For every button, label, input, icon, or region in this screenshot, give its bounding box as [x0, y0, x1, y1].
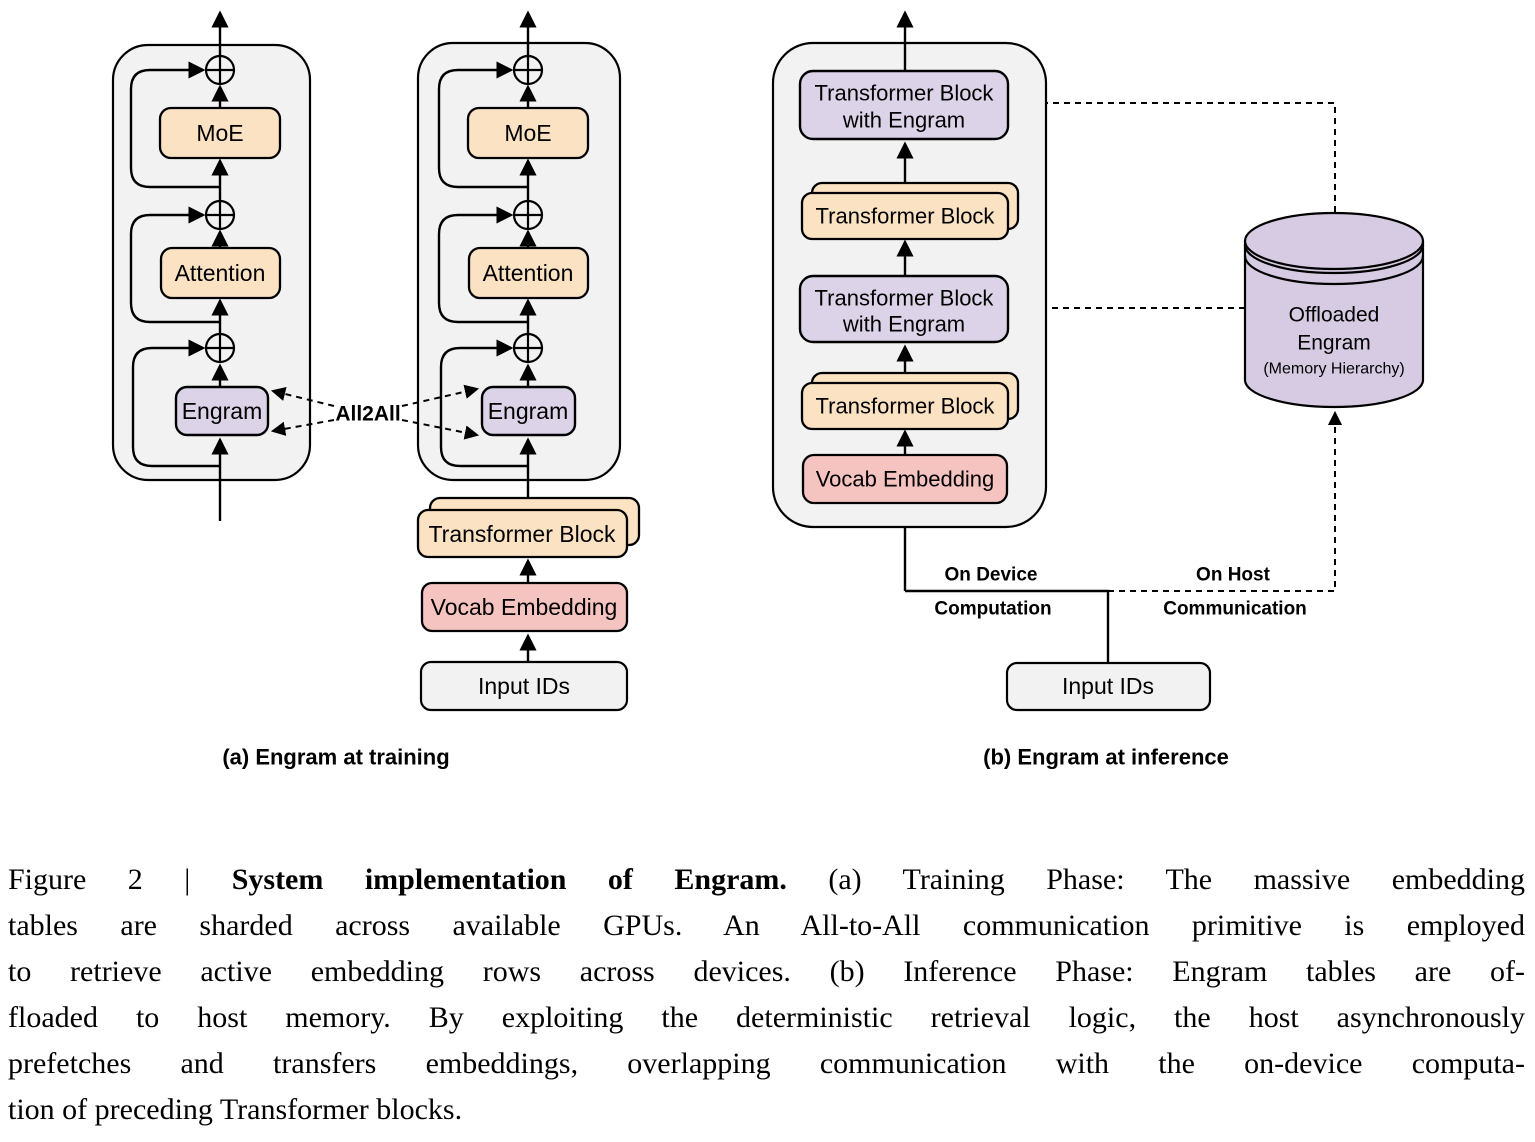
- plus-circle-icon: [512, 332, 544, 364]
- cylinder-label-line2: Engram: [1297, 332, 1371, 355]
- skip-connection-arc: [129, 61, 220, 189]
- caption-line: tables are sharded across available GPUs…: [8, 909, 1525, 942]
- cylinder-top: [1243, 211, 1425, 271]
- tb-with-engram-box: [798, 274, 1010, 344]
- caption-line: floaded to host memory. By exploiting th…: [8, 1001, 1525, 1034]
- caption-line: prefetches and transfers embeddings, ove…: [8, 1047, 1525, 1080]
- attention-label: Attention: [175, 260, 266, 286]
- vocab-embedding-box: [801, 453, 1009, 505]
- all2all-connector: All2All: [270, 384, 480, 440]
- caption-line: to retrieve active embedding rows across…: [8, 955, 1525, 988]
- panel-a-io-stack: Transformer Block Vocab Embedding Input …: [416, 496, 641, 712]
- engram-label: Engram: [488, 398, 569, 424]
- transformer-block-label: Transformer Block: [816, 394, 996, 419]
- all2all-dashed-arrow: [401, 419, 480, 440]
- on-device-line: [905, 589, 1110, 663]
- tb-with-engram-label-line2: with Engram: [842, 312, 965, 337]
- attention-label: Attention: [483, 260, 574, 286]
- engram-box: [480, 385, 577, 437]
- all2all-dashed-arrow: [401, 384, 480, 407]
- cylinder-rim: [1243, 244, 1425, 275]
- transformer-block-box: [416, 508, 629, 559]
- cylinder-body: [1243, 241, 1425, 409]
- transformer-block-box: [800, 191, 1010, 241]
- input-ids-box: [419, 660, 629, 712]
- vocab-embedding-label: Vocab Embedding: [431, 594, 618, 620]
- attention-box: [159, 246, 282, 300]
- tb-with-engram-label-line1: Transformer Block: [815, 286, 995, 311]
- plus-circle-icon: [512, 199, 544, 231]
- tb-with-engram-box: [798, 69, 1010, 141]
- plus-circle-icon: [204, 54, 236, 86]
- on-host-label-line2: Communication: [1163, 599, 1307, 620]
- moe-label: MoE: [504, 120, 551, 146]
- panel-b-model-stack: Transformer Block with Engram Transforme…: [771, 10, 1048, 529]
- caption-figure-number: Figure 2 |: [8, 863, 232, 896]
- panel-a-caption: (a) Engram at training: [222, 745, 449, 770]
- input-ids-box: [1005, 661, 1212, 712]
- panel-a-tower-2: MoE Attention Engram: [416, 10, 622, 510]
- cylinder-label-line3: (Memory Hierarchy): [1263, 361, 1404, 378]
- all2all-label: All2All: [335, 403, 400, 426]
- panel-b: Transformer Block with Engram Transforme…: [771, 10, 1425, 770]
- panel-b-caption: (b) Engram at inference: [983, 745, 1229, 770]
- moe-label: MoE: [196, 120, 243, 146]
- attention-box: [467, 246, 590, 300]
- moe-box: [466, 106, 590, 160]
- vocab-embedding-box: [420, 581, 629, 633]
- skip-connection-arc: [439, 339, 528, 468]
- caption-text: (a) Training Phase: The massive embeddin…: [786, 863, 1525, 896]
- plus-circle-icon: [512, 54, 544, 86]
- skip-connection-arc: [131, 339, 220, 468]
- panel-a: MoE Attention Engram: [111, 10, 641, 770]
- engram-box: [174, 385, 270, 437]
- caption-line: tion of preceding Transformer blocks.: [8, 1093, 463, 1126]
- plus-circle-icon: [204, 199, 236, 231]
- caption-title: System implementation of Engram.: [231, 863, 787, 896]
- figure-diagram: MoE Attention Engram: [111, 10, 1425, 770]
- input-ids-label: Input IDs: [1062, 673, 1154, 699]
- offloaded-engram-cylinder: Offloaded Engram (Memory Hierarchy): [1243, 211, 1425, 409]
- on-device-label-line1: On Device: [945, 565, 1038, 586]
- on-device-label-line2: Computation: [934, 599, 1051, 620]
- skip-connection-arc: [437, 206, 528, 324]
- tb-with-engram-label-line2: with Engram: [842, 108, 965, 133]
- tb-with-engram-label-line1: Transformer Block: [815, 81, 995, 106]
- cylinder-rim: [1243, 255, 1425, 286]
- plus-circle-icon: [204, 332, 236, 364]
- input-ids-label: Input IDs: [478, 673, 570, 699]
- transformer-block-label: Transformer Block: [816, 204, 996, 229]
- cylinder-label-line1: Offloaded: [1289, 304, 1380, 327]
- transformer-block-box: [800, 381, 1010, 431]
- moe-box: [158, 106, 282, 160]
- prefetch-dashed-arrow-top: [1012, 95, 1336, 212]
- caption-line: Figure 2 | System implementation of Engr…: [8, 857, 1525, 903]
- transformer-block-label: Transformer Block: [428, 521, 616, 547]
- host-communication-dashed-line: [1108, 410, 1343, 592]
- skip-connection-arc: [437, 61, 528, 189]
- vocab-embedding-label: Vocab Embedding: [816, 467, 995, 492]
- on-host-label-line1: On Host: [1196, 565, 1271, 586]
- figure-caption: Figure 2 | System implementation of Engr…: [0, 857, 1535, 1133]
- panel-a-tower-1: MoE Attention Engram: [111, 10, 312, 521]
- skip-connection-arc: [129, 206, 220, 324]
- engram-label: Engram: [182, 398, 263, 424]
